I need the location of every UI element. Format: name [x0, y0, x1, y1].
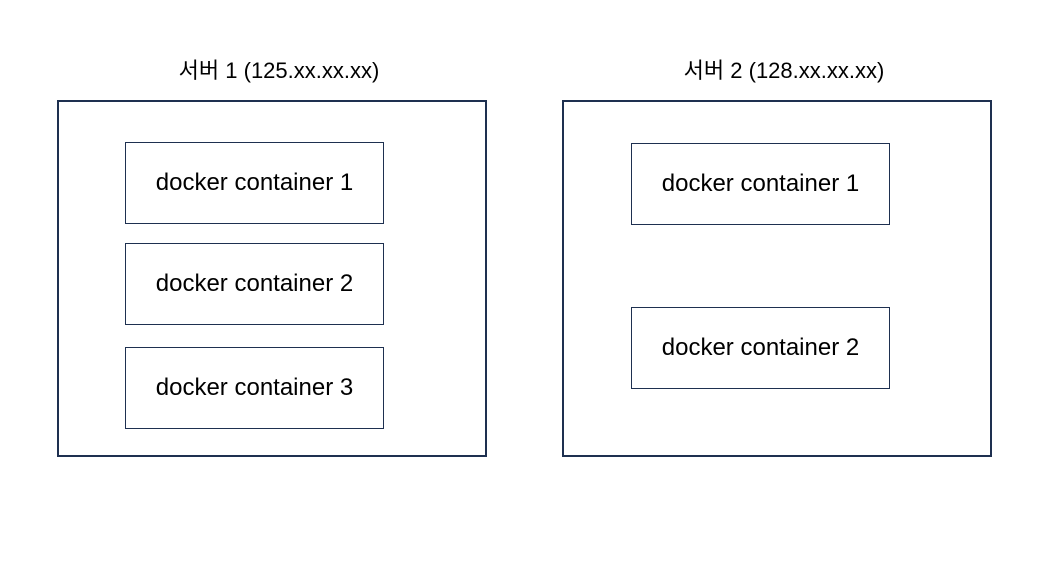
server-2-box: docker container 1 docker container 2: [562, 100, 992, 457]
server-1-title: 서버 1 (125.xx.xx.xx): [178, 58, 380, 83]
server-2-title: 서버 2 (128.xx.xx.xx): [683, 58, 885, 83]
server-1-docker-container-3: docker container 3: [125, 347, 384, 429]
server-1-box: docker container 1 docker container 2 do…: [57, 100, 487, 457]
server-2-docker-container-2: docker container 2: [631, 307, 890, 389]
server-1-docker-container-2: docker container 2: [125, 243, 384, 325]
server-1-docker-container-1: docker container 1: [125, 142, 384, 224]
server-2-docker-container-1: docker container 1: [631, 143, 890, 225]
